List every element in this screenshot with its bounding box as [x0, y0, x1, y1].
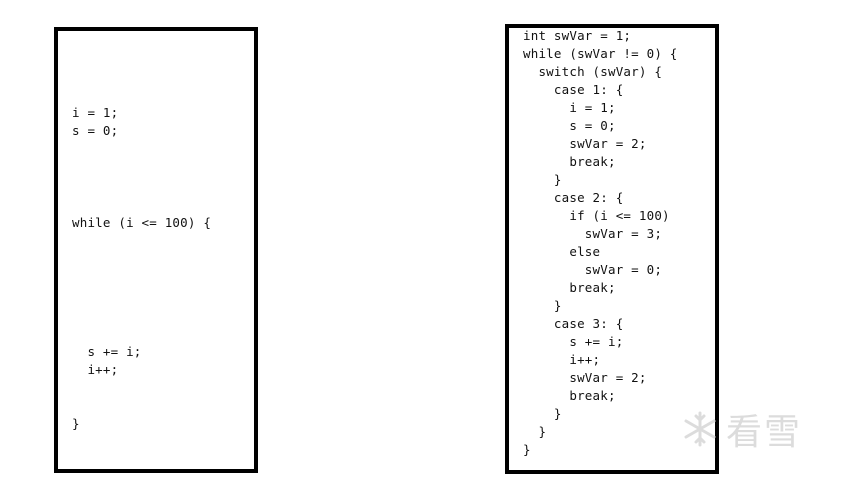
code-line: i = 1; [72, 105, 119, 120]
code-line: break; [523, 388, 616, 403]
code-line: } [72, 416, 80, 431]
code-line: break; [523, 280, 616, 295]
code-line: while (i <= 100) { [72, 215, 212, 230]
watermark: 看雪 [680, 405, 830, 453]
code-line: s = 0; [523, 118, 616, 133]
code-line: else [523, 244, 601, 259]
code-line: s += i; [72, 344, 142, 359]
code-line: i++; [72, 362, 119, 377]
watermark-text: 看雪 [726, 412, 803, 453]
flattened-code-panel: int swVar = 1; while (swVar != 0) { swit… [505, 24, 719, 474]
original-code-panel: i = 1; s = 0; while (i <= 100) { s += i;… [54, 27, 258, 473]
code-line: s += i; [523, 334, 624, 349]
code-line: break; [523, 154, 616, 169]
code-line: swVar = 3; [523, 226, 663, 241]
code-line: } [523, 442, 531, 457]
code-line: i++; [523, 352, 601, 367]
code-line: } [523, 424, 547, 439]
code-line: swVar = 2; [523, 136, 647, 151]
code-line: switch (swVar) { [523, 64, 663, 79]
code-line: i = 1; [523, 100, 616, 115]
code-line: } [523, 172, 562, 187]
code-line: case 3: { [523, 316, 624, 331]
code-line: swVar = 0; [523, 262, 663, 277]
code-line: int swVar = 1; [523, 28, 632, 43]
snowflake-icon [684, 411, 716, 447]
code-line: if (i <= 100) [523, 208, 670, 223]
code-line: case 1: { [523, 82, 624, 97]
code-line: } [523, 406, 562, 421]
code-line: s = 0; [72, 123, 119, 138]
code-line: case 2: { [523, 190, 624, 205]
code-line: } [523, 298, 562, 313]
code-line: swVar = 2; [523, 370, 647, 385]
code-line: while (swVar != 0) { [523, 46, 678, 61]
